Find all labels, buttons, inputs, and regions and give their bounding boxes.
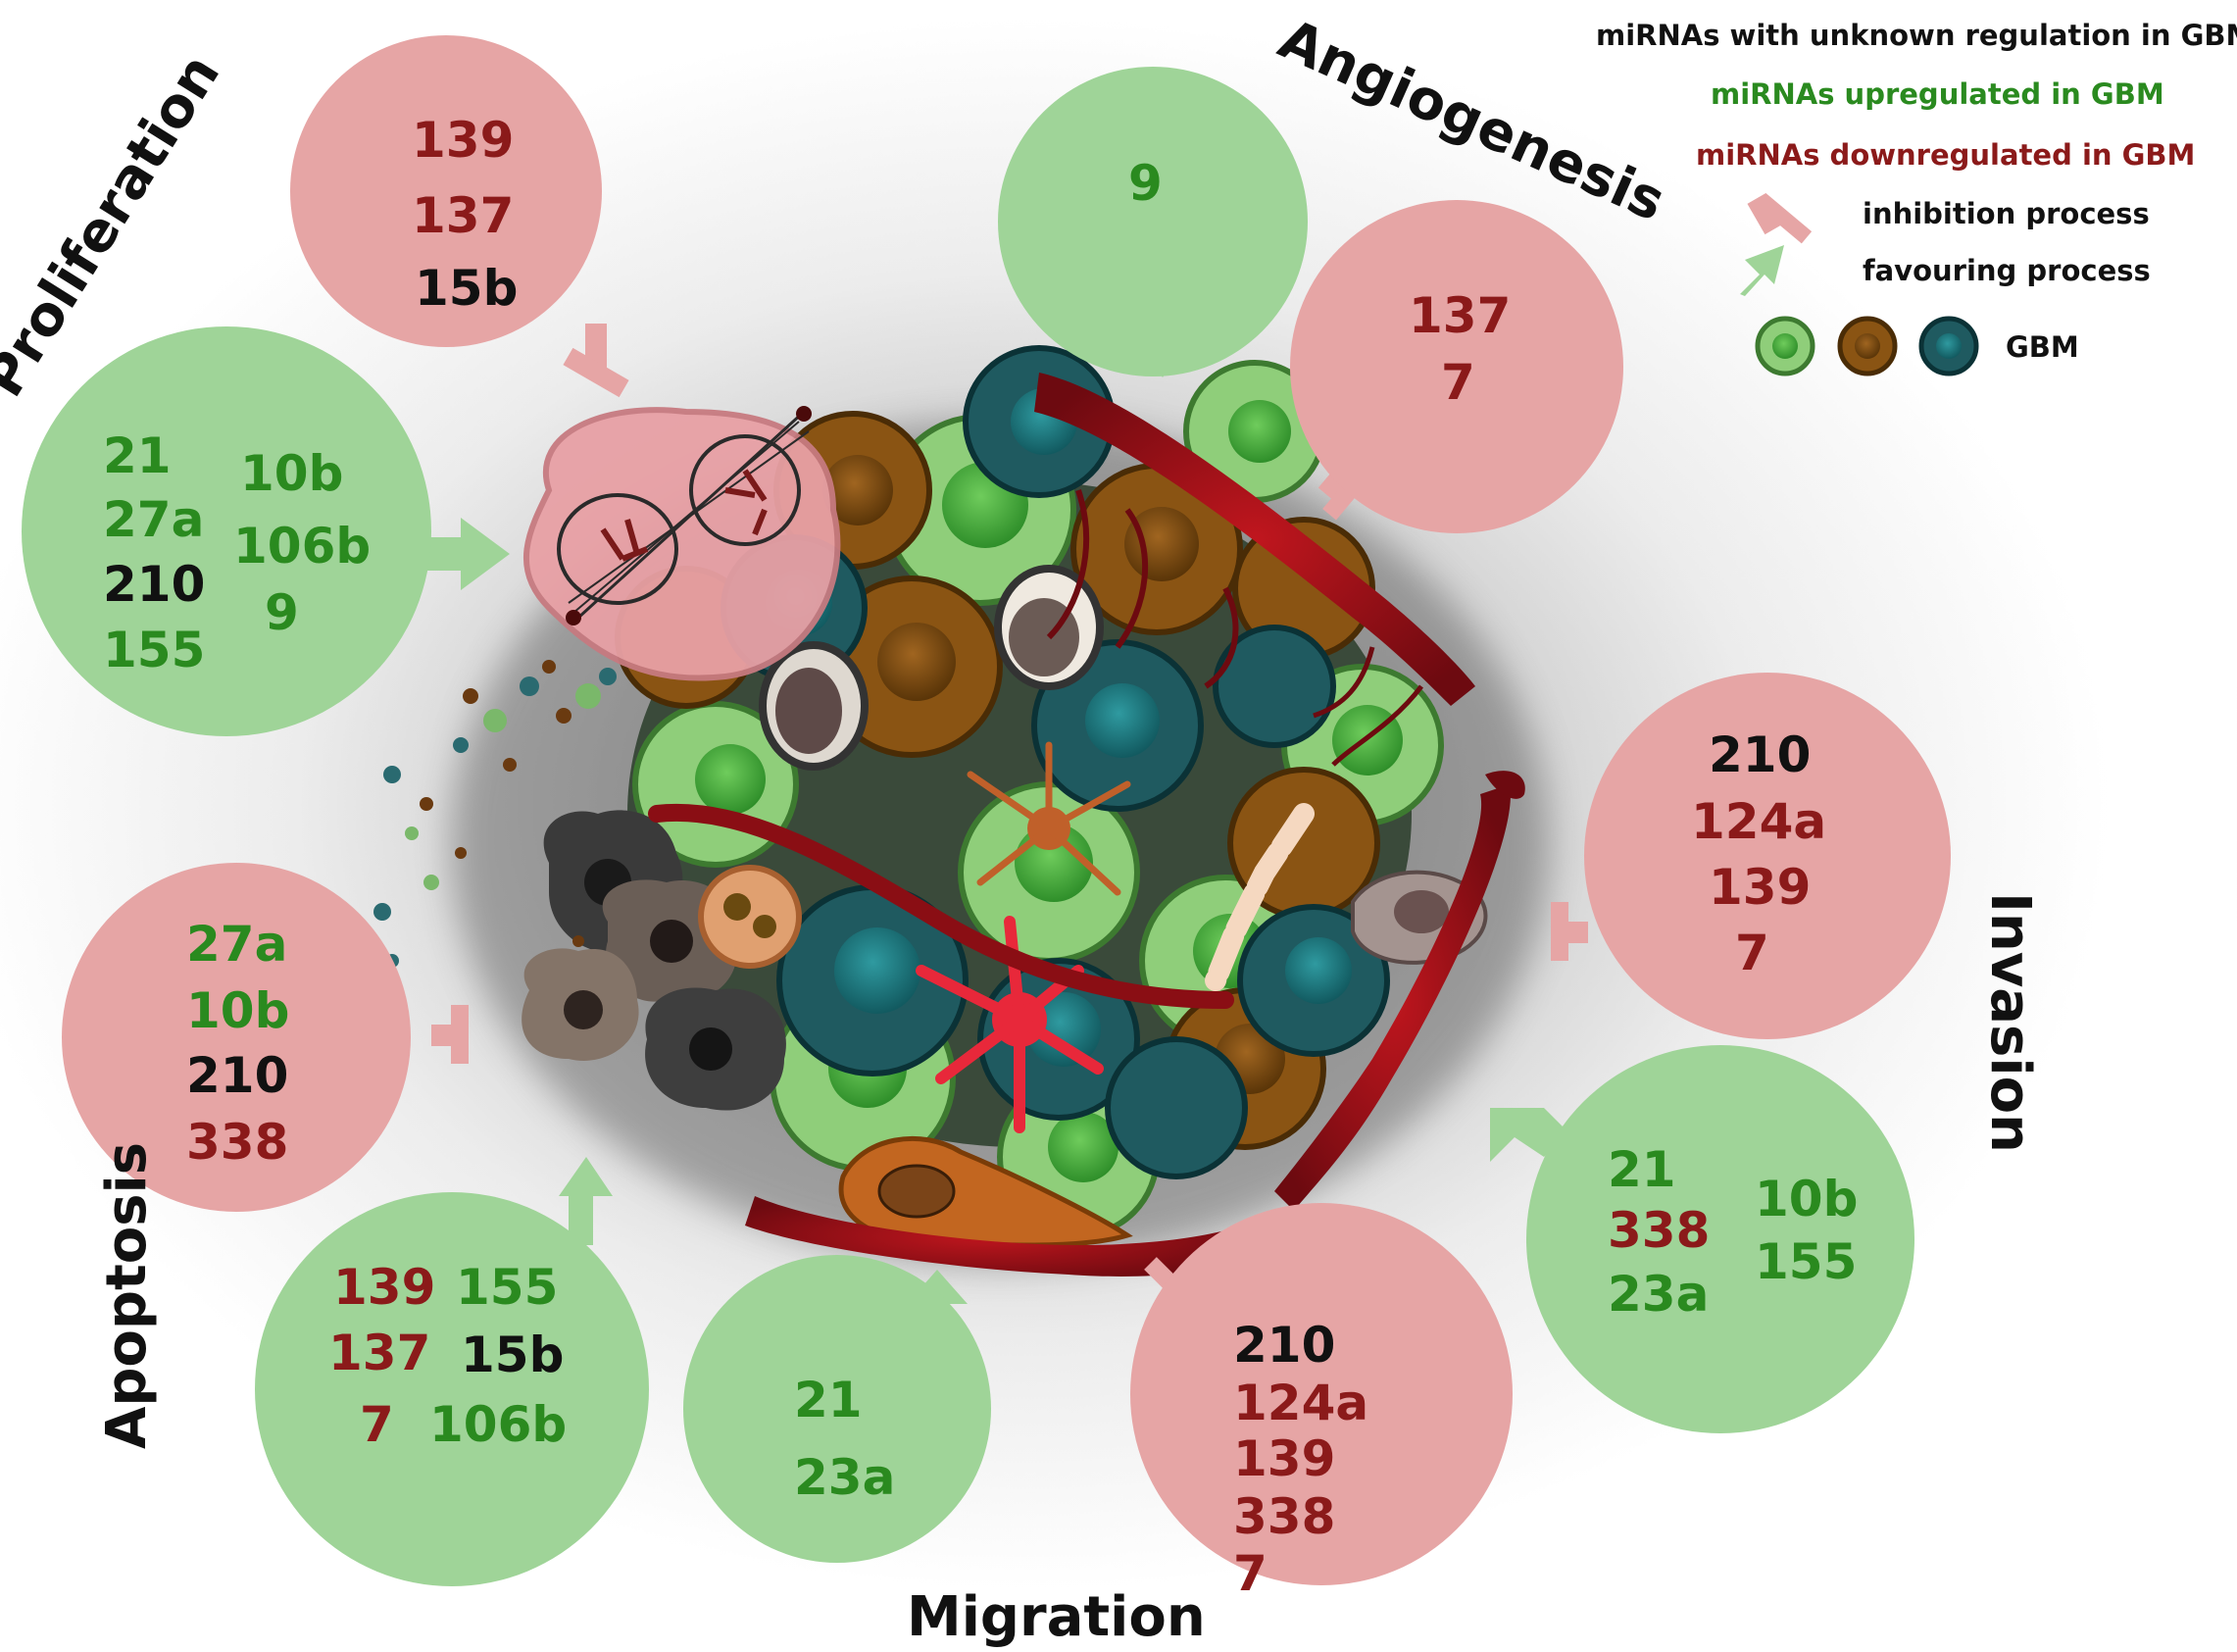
mirna-label: 139 — [333, 1259, 436, 1316]
legend-favouring: favouring process — [1863, 254, 2151, 287]
mirna-label: 10b — [1755, 1171, 1859, 1227]
mirna-label: 106b — [429, 1396, 568, 1453]
mirna-label: 124a — [1233, 1375, 1369, 1431]
mirna-label: 106b — [233, 518, 372, 575]
mirna-label: 9 — [1128, 155, 1163, 212]
mirna-label: 139 — [1233, 1430, 1336, 1487]
proliferation-favour-circle — [22, 326, 431, 736]
mirna-label: 23a — [1608, 1266, 1710, 1323]
legend-unknown: miRNAs with unknown regulation in GBM — [1596, 19, 2237, 52]
legend-gbm: GBM — [2006, 330, 2079, 364]
mirna-label: 9 — [265, 584, 299, 641]
mirna-label: 155 — [456, 1259, 559, 1316]
mirna-label: 15b — [415, 260, 519, 317]
mirna-label: 210 — [103, 556, 206, 613]
mirna-label: 27a — [103, 491, 205, 548]
mirna-label: 137 — [1409, 287, 1512, 344]
angiogenesis-favour-circle — [998, 67, 1308, 376]
mirna-label: 139 — [1709, 859, 1812, 916]
mirna-label: 137 — [412, 187, 515, 244]
apoptosis-favour-circle — [255, 1192, 649, 1586]
legend-upregulated: miRNAs upregulated in GBM — [1711, 77, 2164, 111]
apoptosis-inhibit-circle — [62, 863, 411, 1212]
angiogenesis-inhibit-circle — [1290, 200, 1623, 533]
astrocytes — [916, 741, 1131, 1133]
mirna-label: 21 — [103, 427, 172, 484]
mirna-label: 155 — [1755, 1233, 1858, 1290]
migration-inhibit-circle — [1130, 1203, 1513, 1585]
mirna-label: 7 — [1441, 354, 1475, 411]
proliferation-inhibit-circle — [290, 35, 602, 347]
invasion-favour-circle — [1526, 1045, 1914, 1433]
blood-vessels — [648, 373, 1525, 1277]
mirna-label: 338 — [1233, 1488, 1336, 1545]
mirna-label: 10b — [240, 445, 344, 502]
mirna-label: 21 — [1608, 1141, 1676, 1198]
mirna-label: 21 — [794, 1372, 863, 1428]
mirna-label: 7 — [1233, 1545, 1268, 1602]
mitotic-cell — [523, 406, 841, 681]
mirna-label: 155 — [103, 622, 206, 678]
process-label-apoptosis: Apoptosis — [95, 1141, 159, 1449]
mirna-label: 7 — [360, 1396, 394, 1453]
mirna-label: 338 — [1608, 1202, 1711, 1259]
mirna-label: 27a — [186, 916, 288, 973]
mirna-label: 23a — [794, 1449, 896, 1506]
mirna-label: 137 — [328, 1325, 431, 1381]
mirna-label: 10b — [186, 982, 290, 1039]
mirna-label: 7 — [1735, 925, 1769, 981]
mirna-label: 139 — [412, 112, 515, 169]
mirna-label: 15b — [461, 1327, 565, 1383]
legend-inhibition: inhibition process — [1863, 197, 2150, 230]
orange-cell — [698, 865, 802, 969]
legend-gbm-cells — [1755, 316, 1979, 376]
process-label-invasion: Invasion — [1978, 892, 2042, 1153]
mirna-label: 210 — [1233, 1317, 1336, 1374]
migration-favour-circle — [683, 1255, 991, 1563]
legend-favouring-symbol — [1740, 245, 1784, 296]
legend-inhibition-symbol — [1747, 192, 1813, 244]
legend-downregulated: miRNAs downregulated in GBM — [1696, 138, 2196, 172]
mirna-label: 338 — [186, 1114, 289, 1171]
invasion-inhibit-circle — [1584, 673, 1951, 1039]
mirna-label: 124a — [1691, 793, 1827, 850]
pericyte-chain — [1205, 803, 1315, 991]
process-label-migration: Migration — [907, 1585, 1206, 1649]
mirna-label: 210 — [1709, 726, 1812, 783]
mirna-label: 210 — [186, 1047, 289, 1104]
